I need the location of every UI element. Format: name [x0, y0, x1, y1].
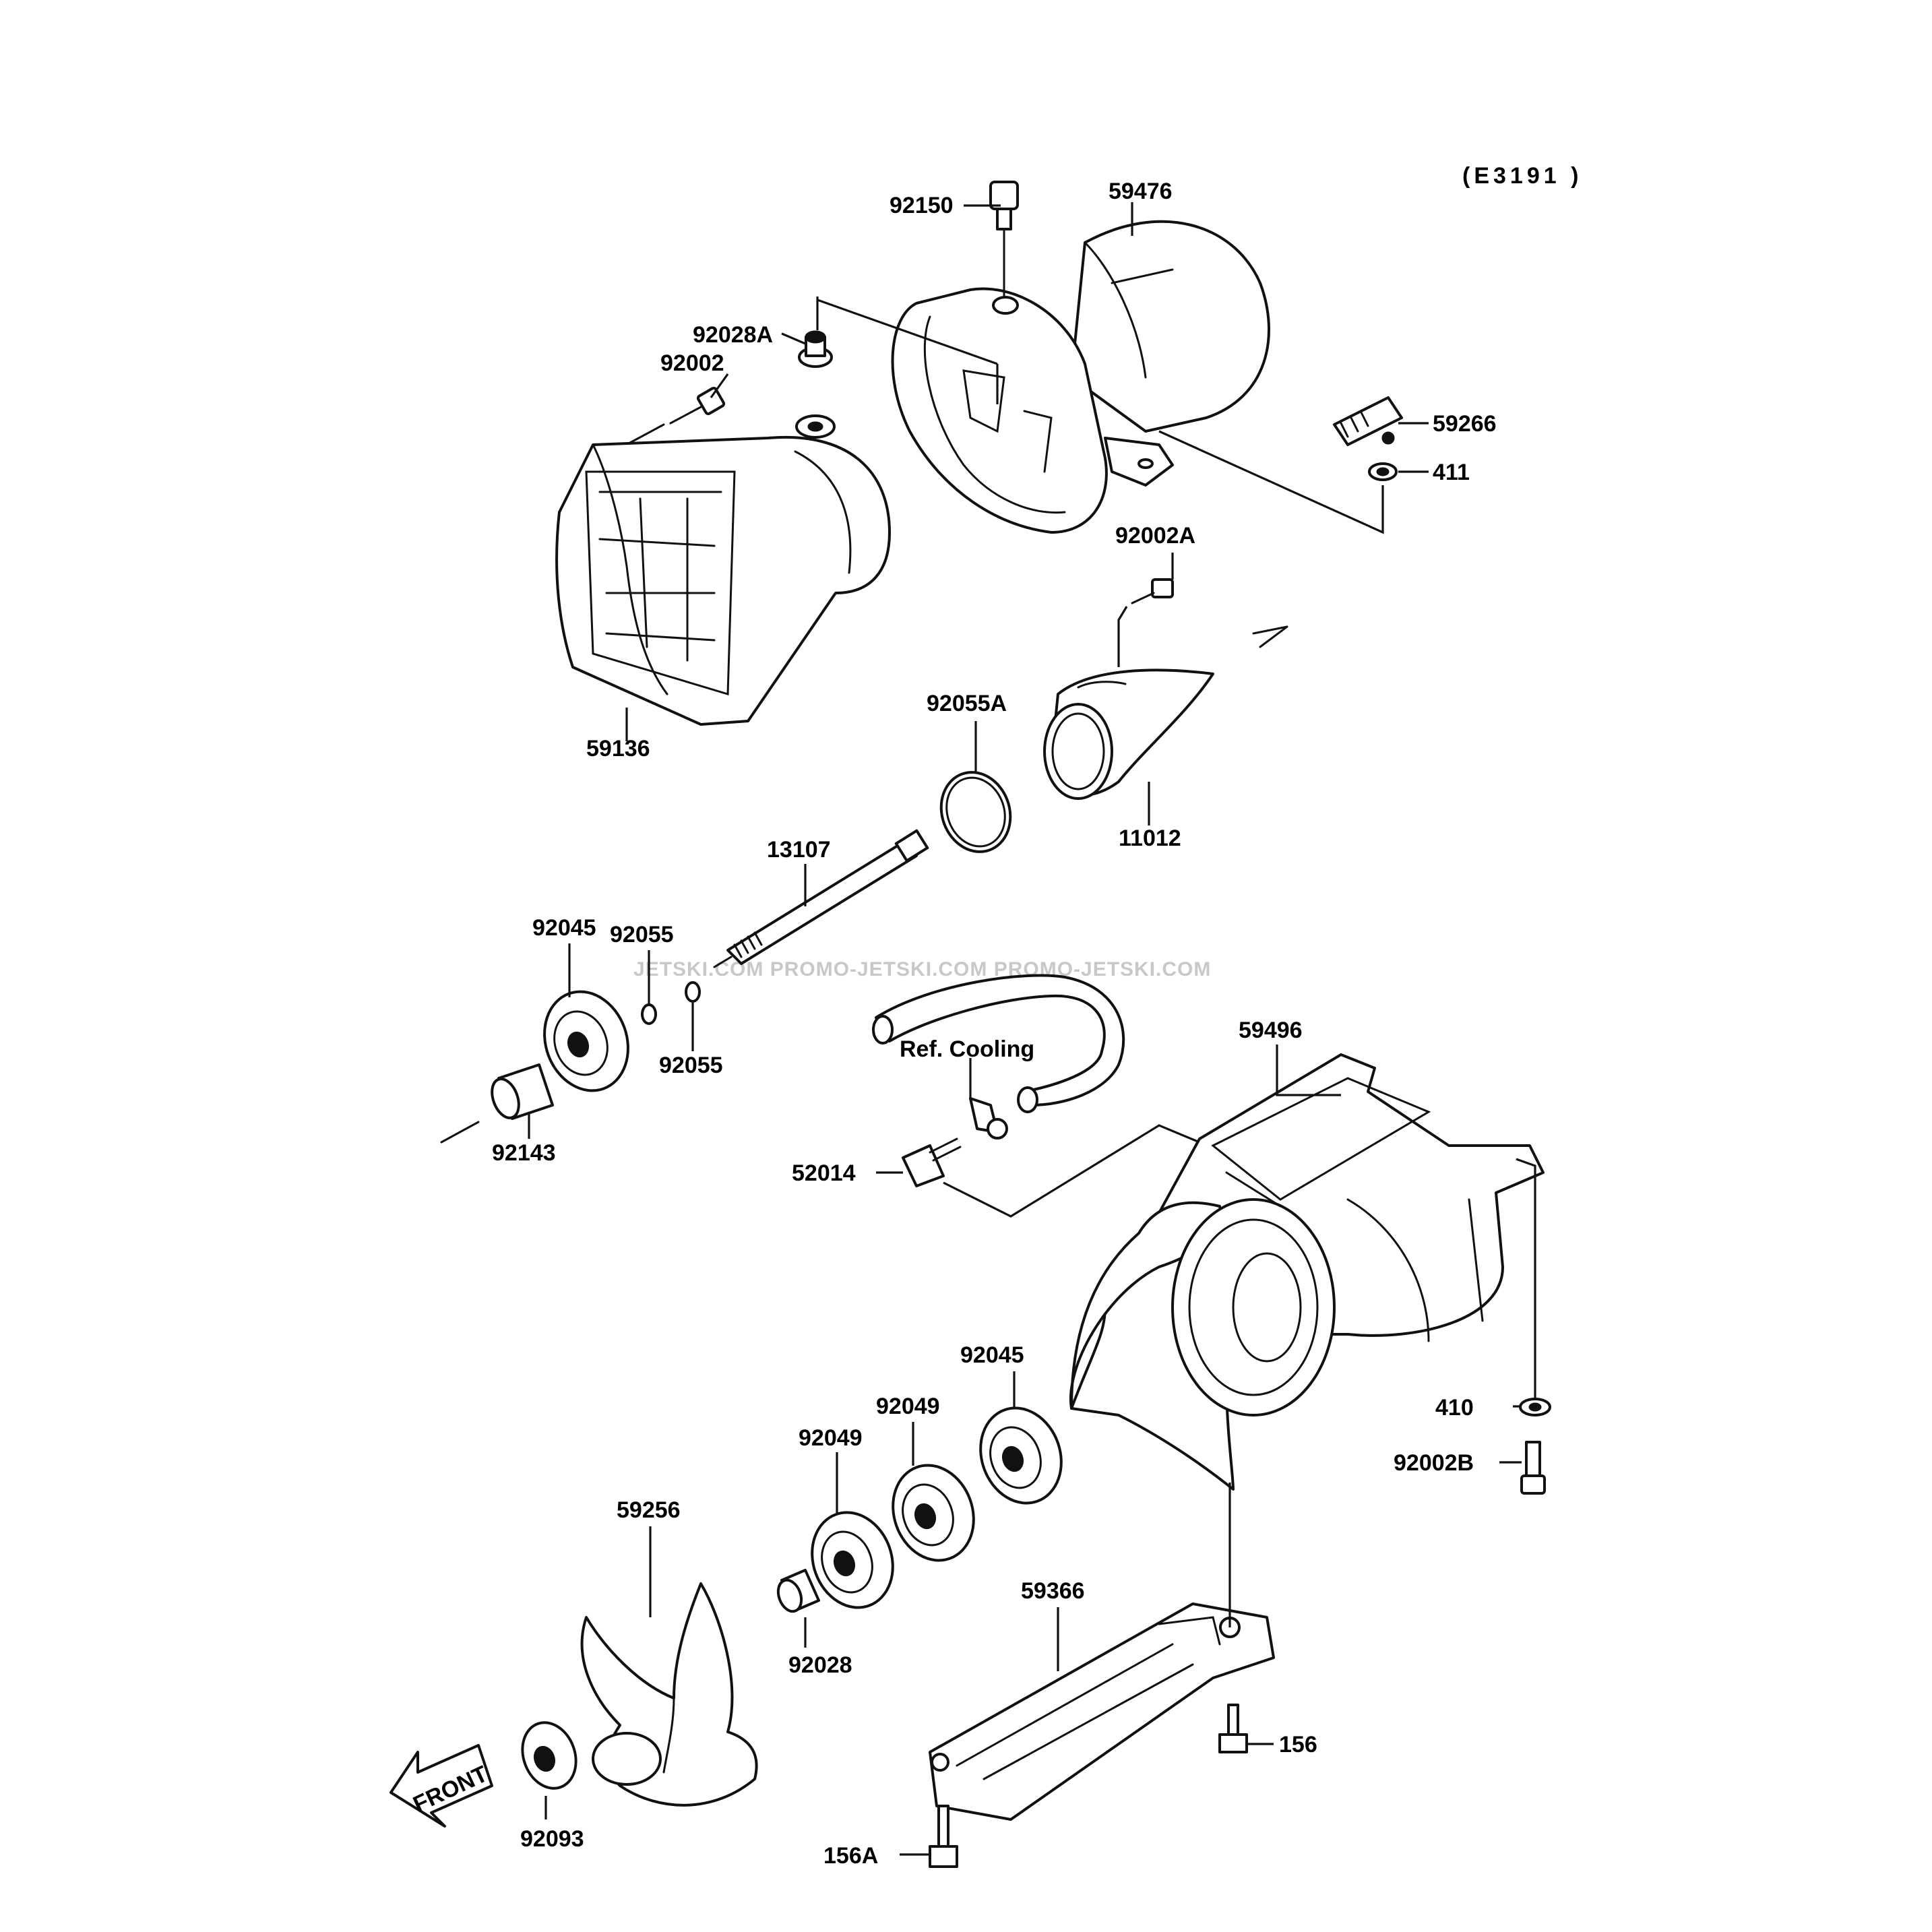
label-59266: 59266: [1433, 411, 1497, 437]
label-92002A: 92002A: [1115, 523, 1195, 549]
part-11012-drawing: [1043, 625, 1288, 800]
part-92028A-drawing: [798, 297, 999, 404]
part-52014-drawing: [902, 1124, 1200, 1218]
part-59266-drawing: [1333, 396, 1403, 446]
part-92049b-drawing: [811, 1511, 894, 1609]
label-92049-left: 92049: [799, 1425, 863, 1451]
part-13107-drawing: [713, 829, 929, 968]
label-92055-upper: 92055: [610, 922, 674, 947]
part-156-drawing: [1218, 1704, 1248, 1753]
label-ref-cooling: Ref. Cooling: [900, 1036, 1034, 1062]
label-13107: 13107: [767, 837, 831, 863]
part-92055b-drawing: [685, 981, 701, 1003]
part-92143-drawing: [440, 1063, 554, 1144]
part-92093-drawing: [521, 1721, 578, 1790]
diagram-reference-code: (E3191 ): [1462, 163, 1582, 189]
part-59496-drawing: [1069, 1053, 1545, 1491]
label-52014: 52014: [792, 1160, 856, 1186]
part-411-drawing: [1158, 430, 1398, 534]
label-59496: 59496: [1239, 1018, 1303, 1043]
part-92045b-drawing: [979, 1406, 1063, 1505]
hose-clamp-drawing: [969, 1097, 1008, 1140]
part-92150-drawing: [989, 181, 1019, 298]
label-410: 410: [1435, 1395, 1474, 1421]
label-411: 411: [1433, 460, 1470, 485]
label-92028: 92028: [788, 1652, 852, 1678]
label-59256: 59256: [617, 1497, 681, 1523]
part-59136-drawing: [555, 414, 891, 726]
cooling-hose-drawing: [872, 974, 1125, 1113]
part-labels: 92150 59476 92028A 92002 59266 411 92002…: [492, 179, 1497, 1869]
part-92055A-drawing: [939, 771, 1012, 853]
part-59476-drawing: [891, 220, 1270, 534]
part-92045a-drawing: [543, 990, 629, 1092]
label-92002B: 92002B: [1394, 1450, 1474, 1476]
leader-lines: [528, 202, 1522, 1856]
part-410-drawing: [1516, 1158, 1551, 1416]
part-59366-drawing: [929, 1483, 1275, 1821]
part-92055a-drawing: [641, 1003, 657, 1025]
part-92049a-drawing: [892, 1464, 975, 1562]
label-156A: 156A: [823, 1843, 878, 1869]
label-92150: 92150: [890, 193, 954, 218]
label-92049-right: 92049: [876, 1394, 940, 1419]
part-92002B-drawing: [1520, 1441, 1546, 1495]
label-59476: 59476: [1109, 179, 1173, 204]
label-92028A: 92028A: [693, 322, 773, 348]
part-92028-drawing: [776, 1569, 820, 1613]
label-59366: 59366: [1021, 1578, 1085, 1604]
label-92093: 92093: [520, 1826, 584, 1852]
label-92045-lower: 92045: [960, 1342, 1024, 1368]
label-92055-lower: 92055: [659, 1053, 723, 1078]
front-arrow: FRONT: [389, 1744, 493, 1828]
part-156A-drawing: [929, 1805, 958, 1868]
label-156: 156: [1279, 1732, 1317, 1757]
label-92002: 92002: [660, 350, 724, 376]
label-92055A: 92055A: [927, 691, 1007, 716]
label-92143: 92143: [492, 1140, 556, 1166]
watermark: JETSKI.COM PROMO-JETSKI.COM PROMO-JETSKI…: [633, 958, 1211, 980]
label-11012: 11012: [1119, 825, 1181, 851]
part-59256-drawing: [580, 1582, 758, 1807]
label-92045-upper: 92045: [532, 915, 596, 941]
label-59136: 59136: [586, 736, 650, 761]
part-92002A-drawing: [1117, 578, 1174, 667]
